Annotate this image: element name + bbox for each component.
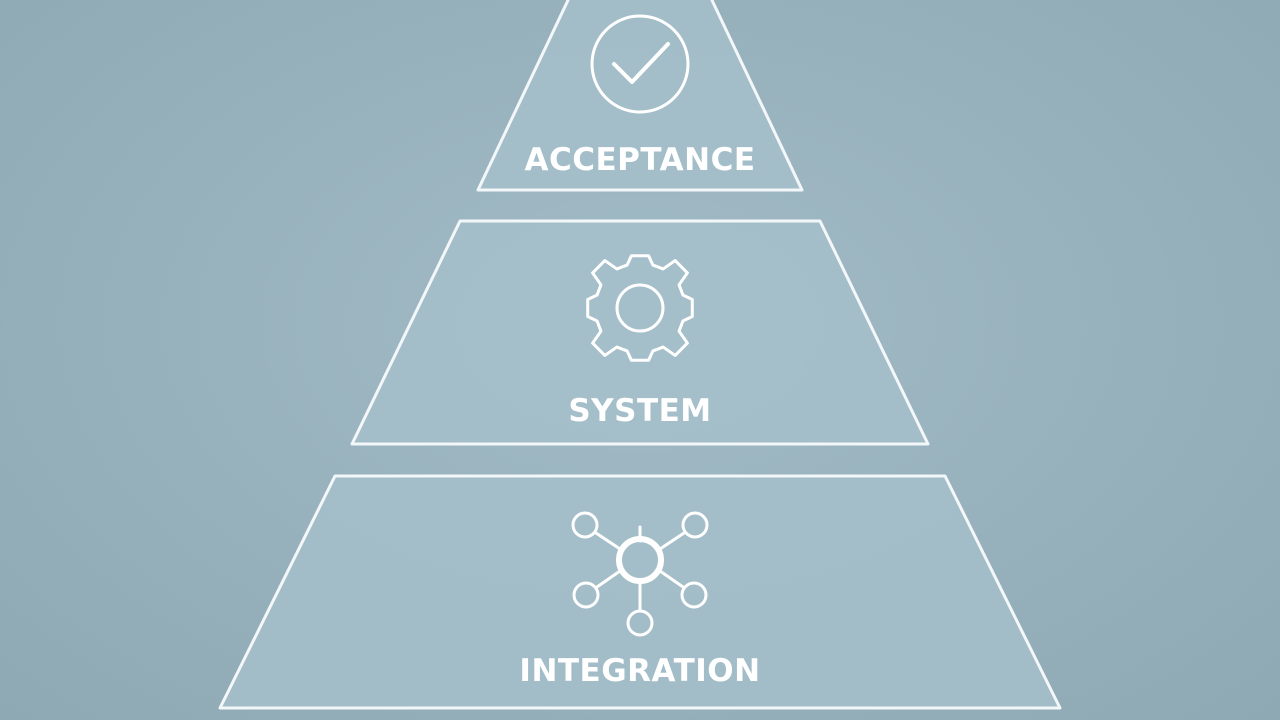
- checkmark-circle-icon: [590, 14, 690, 114]
- tier-acceptance-label: ACCEPTANCE: [525, 142, 756, 178]
- tier-system-label: SYSTEM: [568, 393, 711, 429]
- gear-icon: [586, 254, 694, 362]
- network-hub-icon: [571, 511, 709, 637]
- tier-integration: INTEGRATION: [218, 474, 1062, 710]
- tier-system: SYSTEM: [350, 219, 930, 446]
- tier-acceptance-shape: [476, 0, 804, 192]
- tier-acceptance: ACCEPTANCE: [476, 0, 804, 192]
- tier-integration-label: INTEGRATION: [519, 653, 760, 689]
